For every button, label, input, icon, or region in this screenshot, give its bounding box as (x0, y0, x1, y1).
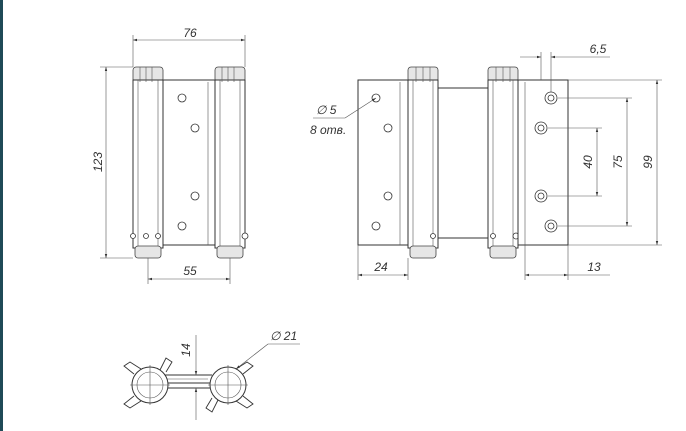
side-right-plate (517, 79, 569, 246)
top-gap-dimension: 14 (179, 335, 198, 420)
hole-callout: ∅ 5 8 отв. (310, 97, 377, 137)
side-dimension-40-label: 40 (581, 155, 595, 169)
top-view: 14 ∅ 21 (123, 329, 300, 420)
side-top-offset-label: 6,5 (590, 42, 607, 56)
front-leaf-plate (162, 79, 216, 246)
top-gap-label: 14 (179, 343, 193, 357)
side-top-offset-dimension: 6,5 (520, 42, 610, 92)
side-bottom-offset-dimension: 13 (524, 245, 610, 280)
front-width-label: 76 (183, 26, 197, 40)
side-left-holes (371, 93, 393, 231)
front-height-dimension: 123 (91, 66, 133, 259)
side-dimension-99: 99 (568, 79, 662, 246)
hole-count-label: 8 отв. (310, 123, 346, 137)
hole-diameter-label: ∅ 5 (316, 103, 337, 117)
top-barrel-diameter-label: ∅ 21 (270, 329, 297, 343)
top-barrel-diameter-callout: ∅ 21 (235, 329, 300, 370)
top-left-barrel (123, 357, 173, 409)
top-right-barrel (205, 361, 254, 413)
side-right-holes (534, 91, 558, 233)
side-left-plate (357, 79, 409, 246)
side-left-barrel (407, 66, 439, 259)
side-right-barrel (487, 66, 520, 259)
front-left-barrel (130, 66, 164, 259)
side-bottom-offset-label: 13 (587, 260, 601, 274)
front-view: 76 123 55 (91, 26, 249, 284)
side-left-width-label: 24 (373, 260, 388, 274)
front-width-dimension: 76 (132, 26, 246, 67)
side-view: ∅ 5 8 отв. 24 6,5 13 (310, 42, 662, 280)
side-left-width-dimension: 24 (357, 245, 409, 280)
side-dimension-99-label: 99 (641, 155, 655, 169)
side-dimension-40: 40 (548, 127, 602, 197)
front-screw-holes (177, 93, 200, 231)
side-dimension-75-label: 75 (611, 155, 625, 169)
front-bottom-label: 55 (183, 264, 197, 278)
front-height-label: 123 (91, 152, 105, 172)
front-right-barrel (214, 66, 249, 259)
front-bottom-dimension: 55 (147, 258, 231, 284)
side-dimension-75: 75 (558, 97, 632, 227)
